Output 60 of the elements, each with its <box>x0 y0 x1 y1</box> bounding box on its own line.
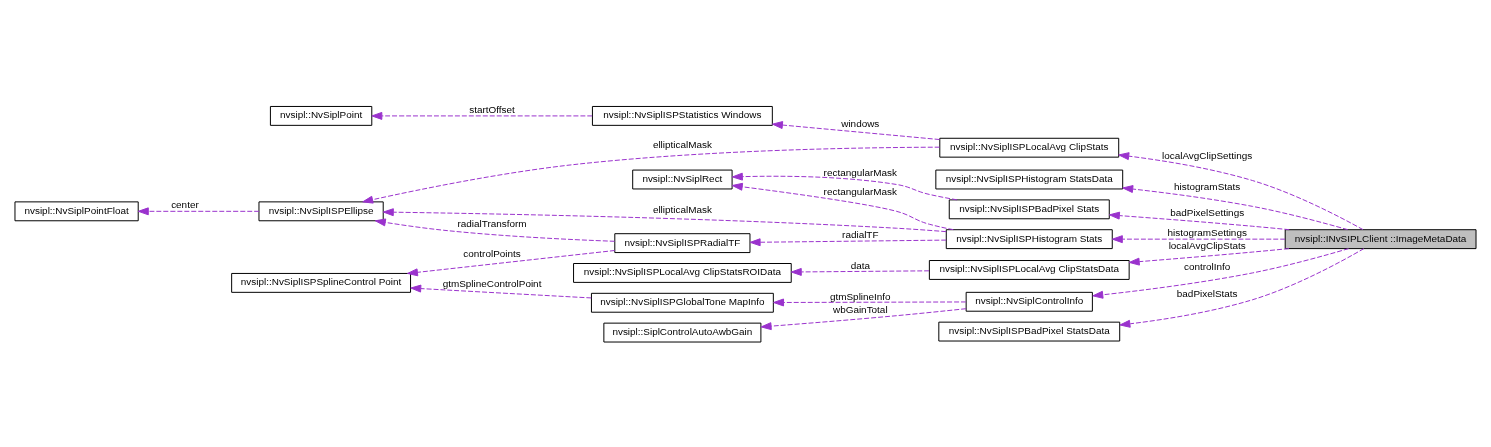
edge-label: rectangularMask <box>823 166 897 178</box>
node-box: nvsipl::NvSiplISPLocalAvg ClipStatsROIData <box>573 263 792 283</box>
arrow <box>382 208 947 233</box>
arrow <box>1092 248 1349 299</box>
edge-label: data <box>850 259 870 271</box>
node-box: nvsipl::NvSiplISPLocalAvg ClipStats <box>939 137 1120 158</box>
arrow <box>731 172 958 201</box>
arrow <box>749 238 947 247</box>
node-box: nvsipl::NvSiplControlInfo <box>965 291 1093 312</box>
edge-label: rectangularMask <box>823 186 897 198</box>
node-box: nvsipl::NvSiplISPEllipse <box>258 201 384 222</box>
edge-label: controlPoints <box>463 248 521 260</box>
node-box: nvsipl::NvSiplISPLocalAvg ClipStatsData <box>928 260 1130 280</box>
arrow <box>1108 211 1290 231</box>
node-box: nvsipl::NvSiplISPHistogram StatsData <box>935 169 1124 190</box>
edge-label: radialTransform <box>457 218 527 230</box>
node-box: nvsipl::NvSiplISPBadPixel Stats <box>948 199 1110 220</box>
node-box: nvsipl::NvSiplISPSplineControl Point <box>231 272 412 293</box>
node-box: nvsipl::NvSiplPointFloat <box>14 201 139 222</box>
edge-label: ellipticalMask <box>652 138 712 150</box>
edge-label: badPixelSettings <box>1170 207 1245 219</box>
arrow <box>362 146 941 204</box>
edge-label: startOffset <box>469 103 515 115</box>
edge-label: windows <box>841 117 880 129</box>
node-box: nvsipl::NvSiplISPStatistics Windows <box>591 105 773 126</box>
edge-label: localAvgClipSettings <box>1162 149 1253 161</box>
arrow <box>760 308 967 331</box>
node-box: nvsipl::SiplControlAutoAwbGain <box>603 322 762 343</box>
edge-label: gtmSplineInfo <box>829 290 891 302</box>
arrow <box>773 298 967 307</box>
edge-label: gtmSplineControlPoint <box>442 277 542 289</box>
node-box: nvsipl::NvSiplPoint <box>269 105 373 126</box>
arrow <box>1119 248 1365 328</box>
arrow <box>410 284 592 299</box>
arrow <box>1118 152 1364 231</box>
node-box: nvsipl::NvSiplISPGlobalTone MapInfo <box>590 292 774 313</box>
edge-label: wbGainTotal <box>832 303 888 315</box>
arrow <box>1128 248 1290 266</box>
edge-label: histogramSettings <box>1167 227 1247 239</box>
arrow <box>371 111 593 120</box>
node-box: nvsipl::NvSiplISPHistogram Stats <box>945 229 1113 250</box>
edge-label: controlInfo <box>1184 260 1231 272</box>
arrow <box>731 182 954 231</box>
arrow <box>374 218 616 242</box>
edge-label: ellipticalMask <box>652 204 712 216</box>
node-box: nvsipl::INvSIPLClient ::ImageMetaData <box>1284 229 1477 250</box>
edge-label: localAvgClipStats <box>1168 240 1246 252</box>
node-box: nvsipl::NvSiplISPRadialTF <box>614 233 751 254</box>
edge-label: histogramStats <box>1174 181 1241 193</box>
node-box: nvsipl::NvSiplRect <box>632 169 733 190</box>
arrow <box>790 267 930 276</box>
arrow <box>1122 185 1349 231</box>
arrow <box>137 207 260 216</box>
edge-label: badPixelStats <box>1176 287 1238 299</box>
node-box: nvsipl::NvSiplISPBadPixel StatsData <box>938 321 1121 342</box>
arrow <box>1111 235 1286 244</box>
edge-label: radialTF <box>842 229 879 241</box>
arrow <box>772 121 940 140</box>
edge-label: center <box>171 199 199 211</box>
arrow <box>407 250 616 277</box>
